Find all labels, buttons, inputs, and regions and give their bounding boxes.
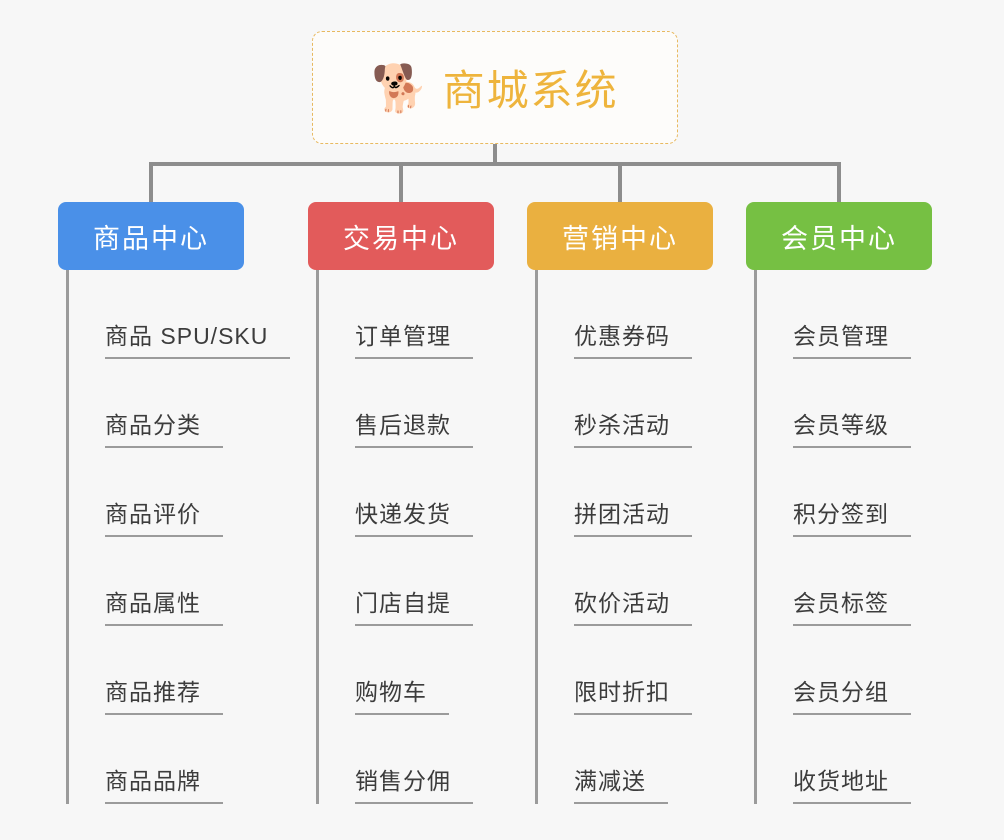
leaf-item-label: 优惠券码 <box>574 317 692 359</box>
leaf-item[interactable]: 销售分佣 <box>329 715 494 804</box>
leaf-item-label: 拼团活动 <box>574 495 692 537</box>
leaf-item-label: 销售分佣 <box>355 762 473 804</box>
category-column-2: 交易中心订单管理售后退款快递发货门店自提购物车销售分佣 <box>308 202 494 804</box>
leaf-item[interactable]: 秒杀活动 <box>548 359 713 448</box>
leaf-item-label: 商品 SPU/SKU <box>105 317 291 359</box>
connector-drop-4 <box>837 162 841 202</box>
leaf-item-label: 商品评价 <box>105 495 223 537</box>
category-header-4[interactable]: 会员中心 <box>746 202 932 270</box>
leaf-item-label: 门店自提 <box>355 584 473 626</box>
leaf-item[interactable]: 商品属性 <box>79 537 244 626</box>
leaf-item[interactable]: 商品评价 <box>79 448 244 537</box>
category-column-4: 会员中心会员管理会员等级积分签到会员标签会员分组收货地址 <box>746 202 932 804</box>
leaf-item-label: 收货地址 <box>793 762 911 804</box>
leaf-item[interactable]: 商品分类 <box>79 359 244 448</box>
leaf-item[interactable]: 收货地址 <box>767 715 932 804</box>
leaf-item-label: 商品属性 <box>105 584 223 626</box>
leaf-item[interactable]: 优惠券码 <box>548 270 713 359</box>
leaf-item-label: 商品推荐 <box>105 673 223 715</box>
category-header-1[interactable]: 商品中心 <box>58 202 244 270</box>
leaf-item[interactable]: 会员等级 <box>767 359 932 448</box>
leaf-item[interactable]: 砍价活动 <box>548 537 713 626</box>
leaf-list-4: 会员管理会员等级积分签到会员标签会员分组收货地址 <box>754 270 932 804</box>
connector-stem <box>493 144 497 164</box>
root-node[interactable]: 🐕 商城系统 <box>312 31 678 144</box>
connector-horizontal-bar <box>150 162 838 166</box>
leaf-item-label: 积分签到 <box>793 495 911 537</box>
leaf-item[interactable]: 会员分组 <box>767 626 932 715</box>
leaf-item[interactable]: 拼团活动 <box>548 448 713 537</box>
leaf-item[interactable]: 限时折扣 <box>548 626 713 715</box>
leaf-item-label: 会员等级 <box>793 406 911 448</box>
category-column-3: 营销中心优惠券码秒杀活动拼团活动砍价活动限时折扣满减送 <box>527 202 713 804</box>
leaf-item-label: 会员分组 <box>793 673 911 715</box>
leaf-item-label: 满减送 <box>574 762 668 804</box>
leaf-list-3: 优惠券码秒杀活动拼团活动砍价活动限时折扣满减送 <box>535 270 713 804</box>
leaf-item-label: 限时折扣 <box>574 673 692 715</box>
shiba-dog-face-icon: 🐕 <box>371 61 429 114</box>
category-header-3[interactable]: 营销中心 <box>527 202 713 270</box>
leaf-list-1: 商品 SPU/SKU 商品分类商品评价商品属性商品推荐商品品牌 <box>66 270 291 804</box>
leaf-item-label: 砍价活动 <box>574 584 692 626</box>
connector-drop-3 <box>618 162 622 202</box>
category-column-1: 商品中心商品 SPU/SKU 商品分类商品评价商品属性商品推荐商品品牌 <box>58 202 291 804</box>
leaf-item[interactable]: 门店自提 <box>329 537 494 626</box>
leaf-item-label: 购物车 <box>355 673 449 715</box>
leaf-item-label: 售后退款 <box>355 406 473 448</box>
leaf-item[interactable]: 商品品牌 <box>79 715 244 804</box>
leaf-item[interactable]: 满减送 <box>548 715 713 804</box>
leaf-item-label: 会员管理 <box>793 317 911 359</box>
leaf-item-label: 订单管理 <box>355 317 473 359</box>
leaf-item-label: 商品分类 <box>105 406 223 448</box>
root-title: 商城系统 <box>442 67 619 114</box>
leaf-item[interactable]: 快递发货 <box>329 448 494 537</box>
connector-drop-1 <box>149 162 153 202</box>
leaf-item[interactable]: 订单管理 <box>329 270 494 359</box>
category-header-2[interactable]: 交易中心 <box>308 202 494 270</box>
leaf-item[interactable]: 商品推荐 <box>79 626 244 715</box>
leaf-item[interactable]: 积分签到 <box>767 448 932 537</box>
leaf-item[interactable]: 商品 SPU/SKU <box>79 270 291 359</box>
leaf-item[interactable]: 售后退款 <box>329 359 494 448</box>
leaf-item-label: 快递发货 <box>355 495 473 537</box>
connector-drop-2 <box>399 162 403 202</box>
leaf-list-2: 订单管理售后退款快递发货门店自提购物车销售分佣 <box>316 270 494 804</box>
leaf-item-label: 商品品牌 <box>105 762 223 804</box>
leaf-item-label: 会员标签 <box>793 584 911 626</box>
leaf-item[interactable]: 购物车 <box>329 626 494 715</box>
leaf-item[interactable]: 会员标签 <box>767 537 932 626</box>
leaf-item-label: 秒杀活动 <box>574 406 692 448</box>
leaf-item[interactable]: 会员管理 <box>767 270 932 359</box>
